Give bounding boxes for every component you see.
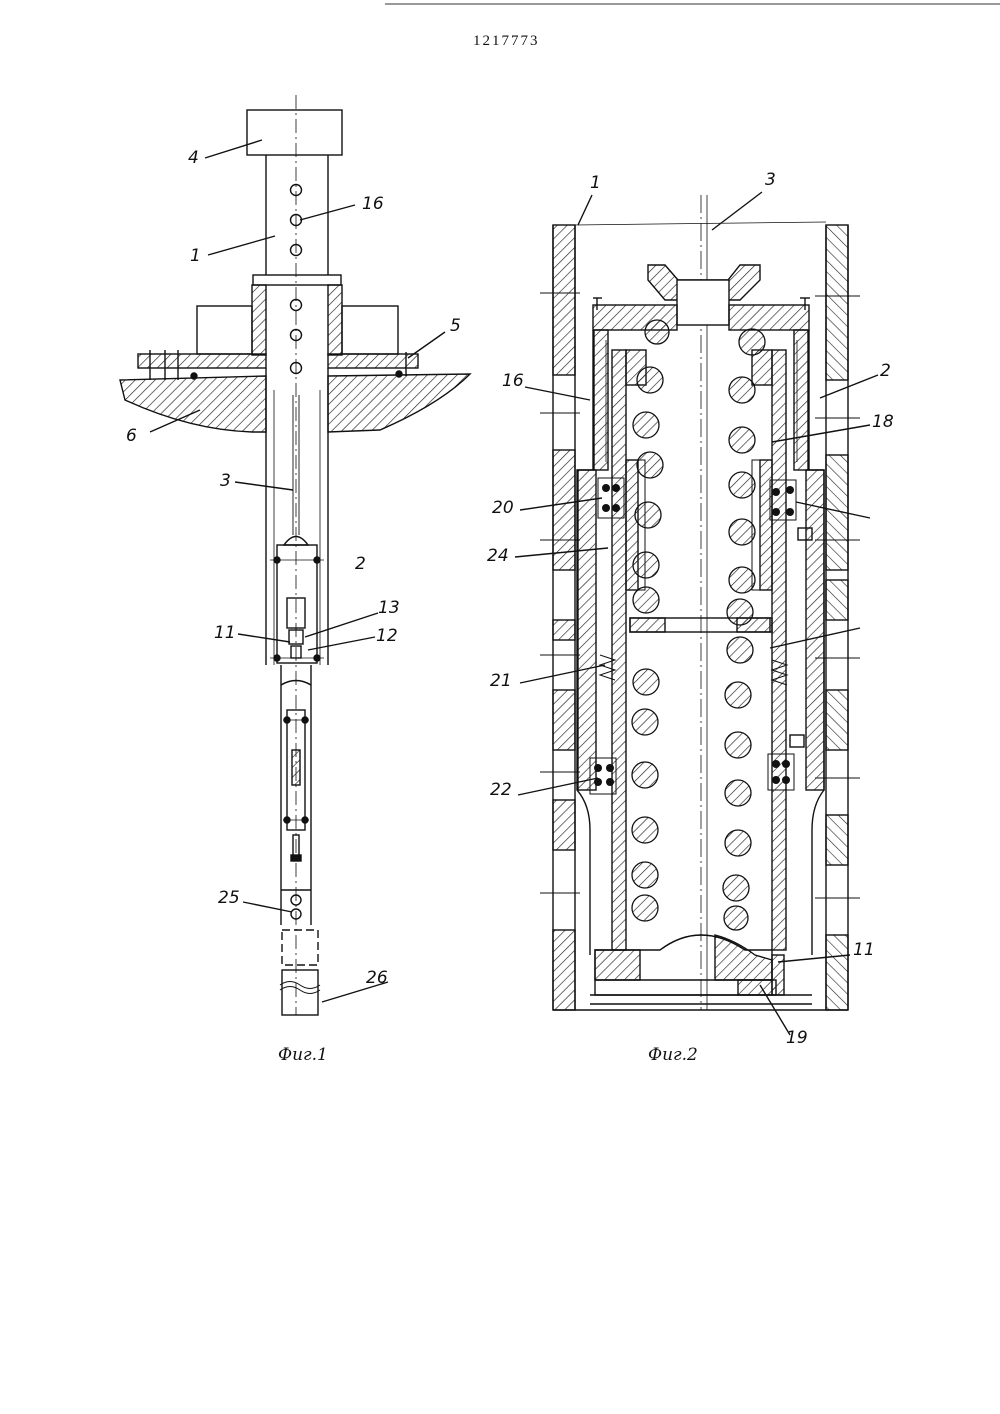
fig2-label-22: 22 — [490, 780, 512, 800]
fig2-label-24: 24 — [487, 546, 509, 566]
fig2-caption: Фиг.2 — [648, 1045, 698, 1065]
fig2-label-3: 3 — [765, 170, 776, 190]
fig2-label-18: 18 — [872, 412, 894, 432]
fig1-collar-right — [327, 284, 343, 356]
fig2-inner-wall-right — [771, 349, 787, 951]
fig1-label-3: 3 — [220, 471, 231, 491]
fig2-label-19: 19 — [786, 1028, 808, 1048]
fig2-label-1: 1 — [590, 173, 601, 193]
fig2-outer-wall-left — [552, 224, 576, 1011]
fig1-collar-left — [251, 284, 267, 356]
fig2-spring-coils-left — [631, 319, 670, 922]
document-number: 1217773 — [473, 33, 540, 49]
fig2-label-21: 21 — [490, 671, 512, 691]
fig2-label-2: 2 — [880, 361, 891, 381]
fig1-flange-left — [137, 353, 267, 369]
fig1-label-2: 2 — [355, 554, 366, 574]
fig2-inner-wall-left — [611, 349, 627, 951]
fig1-label-6: 6 — [126, 426, 137, 446]
fig2-label-20: 20 — [492, 498, 514, 518]
fig1-label-25: 25 — [218, 888, 240, 908]
fig2-spring-coils-right — [722, 328, 766, 931]
fig1-label-12: 12 — [376, 626, 398, 646]
fig1-base-left — [119, 375, 267, 433]
fig1-label-16: 16 — [362, 194, 384, 214]
fig1-caption: Фиг.1 — [278, 1045, 328, 1065]
fig2-seals — [594, 484, 794, 786]
fig2-outer-wall-right — [825, 224, 849, 1011]
fig1-label-26: 26 — [366, 968, 388, 988]
fig2-label-11: 11 — [853, 940, 875, 960]
fig1-label-5: 5 — [450, 316, 461, 336]
fig1-flange-right — [327, 353, 419, 369]
fig2-label-16: 16 — [502, 371, 524, 391]
fig1-label-4: 4 — [188, 148, 199, 168]
fig1-base-right — [327, 373, 472, 433]
fig1-label-1: 1 — [190, 246, 201, 266]
figure-1 — [119, 95, 472, 1016]
fig1-label-11: 11 — [214, 623, 236, 643]
fig1-top-block — [246, 109, 343, 156]
figure-2 — [514, 191, 879, 1036]
fig1-label-13: 13 — [378, 598, 400, 618]
